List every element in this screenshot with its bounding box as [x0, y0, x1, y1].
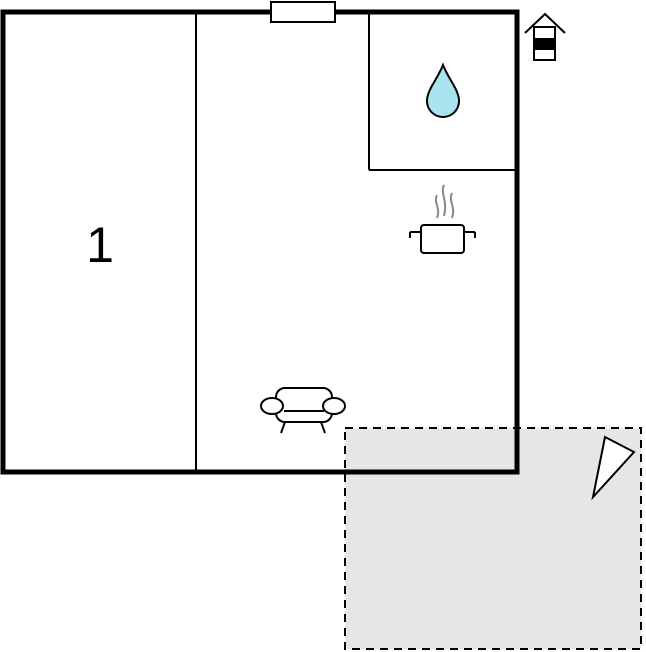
outer-walls	[0, 9, 520, 475]
room-label-1: 1	[86, 217, 114, 273]
terrace-area	[344, 427, 642, 650]
kitchen-pot-icon	[409, 184, 476, 254]
window	[270, 1, 336, 23]
bathroom-water-drop-icon	[425, 62, 461, 118]
living-sofa-icon	[260, 387, 346, 434]
floor-stairs-icon	[524, 12, 566, 61]
compass-north-icon	[591, 435, 636, 501]
